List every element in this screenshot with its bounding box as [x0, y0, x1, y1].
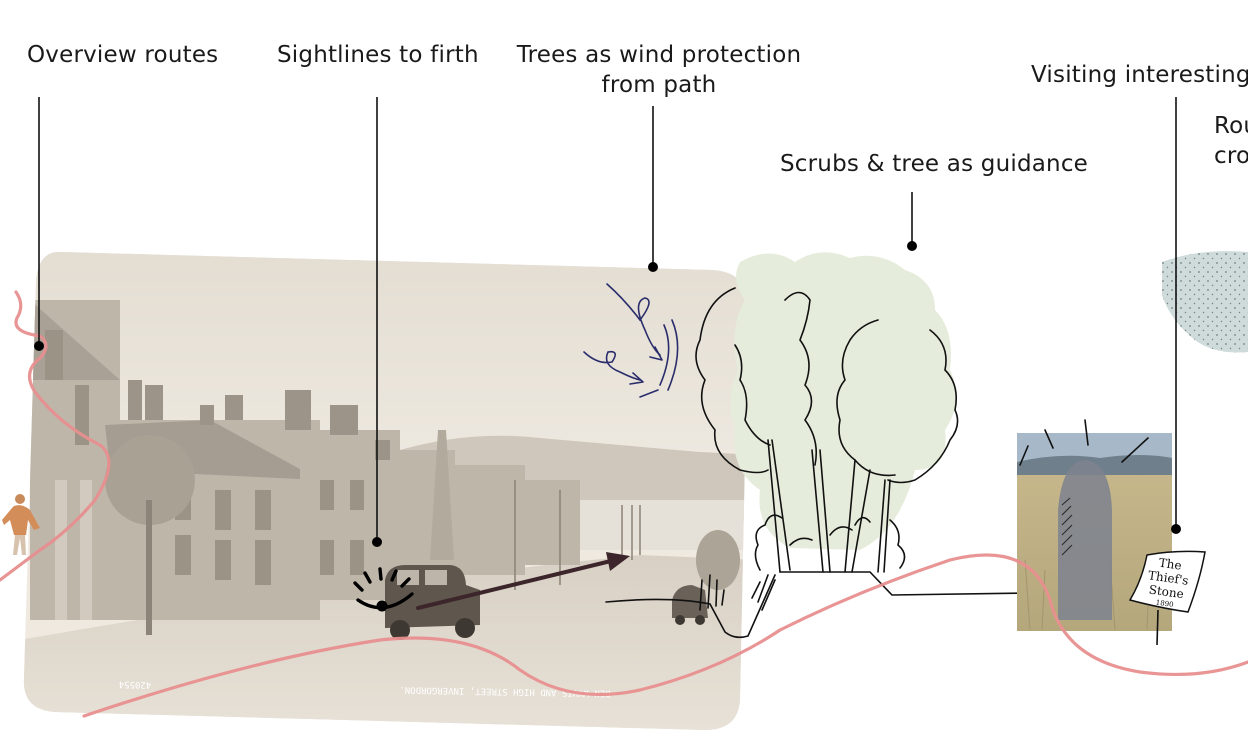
foliage-blob [731, 252, 957, 550]
leader-dot-visiting [1171, 524, 1181, 534]
postcard-photo: BEN WYVIS AND HIGH STREET, INVERGORDON. … [20, 250, 760, 740]
leader-dot-sightlines [372, 537, 382, 547]
dotted-patch [1162, 251, 1248, 352]
grass-strokes-2 [752, 575, 775, 610]
leader-dot-trees-wind [648, 262, 658, 272]
leader-dot-scrubs [907, 241, 917, 251]
leader-dot-overview [34, 341, 44, 351]
postcard-serial: 420554 [119, 679, 152, 690]
scrub-right [890, 520, 905, 568]
